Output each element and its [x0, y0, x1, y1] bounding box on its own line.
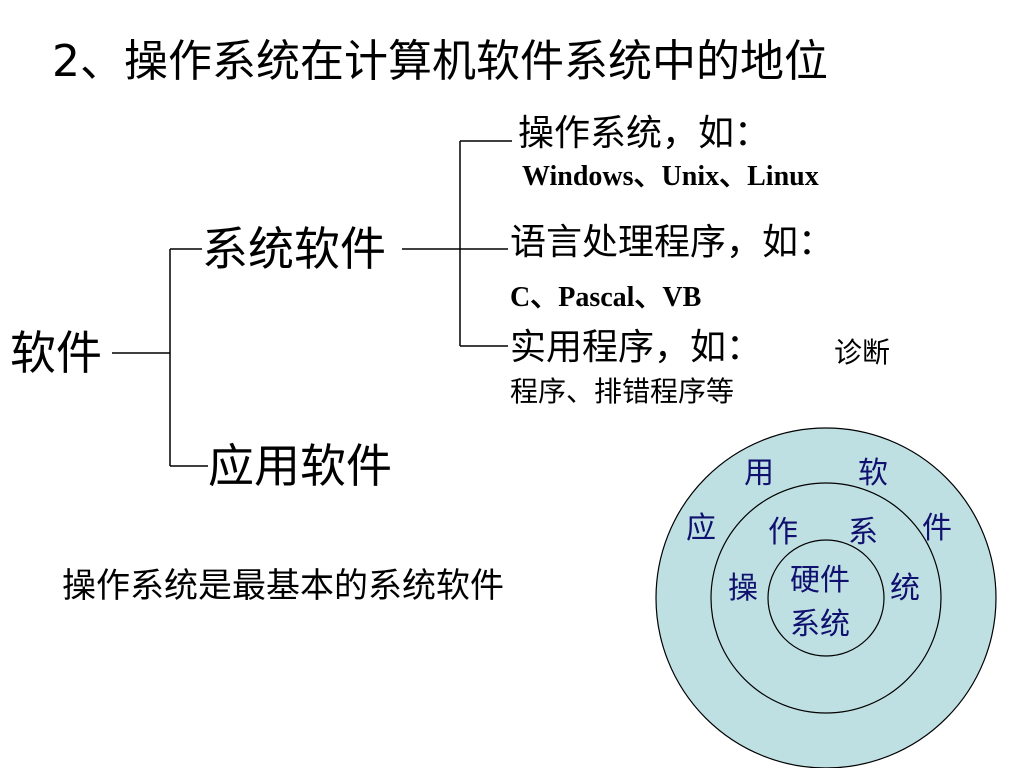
os-label: 操作系统，如：: [518, 113, 771, 154]
application-software-label: 应用软件: [208, 439, 392, 493]
os-examples: Windows、Unix、Linux: [522, 161, 819, 192]
util-label: 实用程序，如：: [510, 327, 763, 368]
root-software-label: 软件: [10, 326, 102, 380]
outer-ring-char-1: 应: [686, 511, 716, 546]
inner-ring: [767, 539, 885, 657]
inner-ring-line-2: 系统: [790, 607, 850, 642]
lang-examples: C、Pascal、VB: [510, 282, 702, 313]
page-title: 2、操作系统在计算机软件系统中的地位: [52, 36, 828, 87]
outer-ring-char-2: 用: [744, 456, 774, 491]
middle-ring-char-1: 操: [728, 571, 758, 606]
middle-ring-char-2: 作: [768, 515, 798, 550]
inner-ring-line-1: 硬件: [790, 563, 850, 598]
middle-ring-char-3: 系: [848, 515, 878, 550]
util-examples-1: 诊断: [834, 336, 891, 369]
middle-ring-char-4: 统: [890, 571, 920, 606]
util-examples-2: 程序、排错程序等: [510, 375, 735, 408]
statement-text: 操作系统是最基本的系统软件: [62, 566, 504, 606]
system-software-label: 系统软件: [202, 222, 386, 276]
outer-ring-char-4: 件: [922, 511, 952, 546]
lang-label: 语言处理程序，如：: [510, 222, 835, 263]
outer-ring-char-3: 软: [858, 456, 888, 491]
